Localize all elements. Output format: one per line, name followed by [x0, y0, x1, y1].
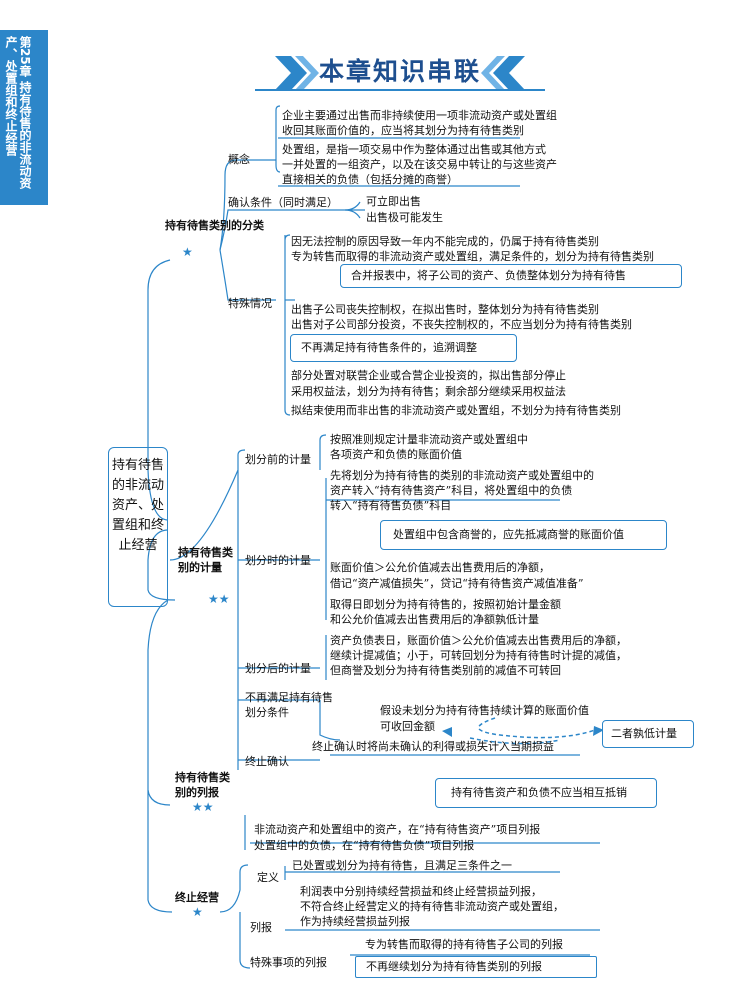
b4-lb1: 利润表中分别持续经营损益和终止经营损益列报，: [300, 885, 542, 898]
b1-s9: 拟结束使用而非出售的非流动资产或处置组，不划分为持有待售类别: [291, 404, 621, 417]
b2-label: 持有待售类别的计量: [178, 546, 233, 574]
b2-after: 划分后的计量: [245, 662, 311, 675]
b4-special: 特殊事项的列报: [250, 956, 327, 969]
b2-shi2: 资产转入“持有待售资产”科目，将处置组中的负债: [330, 484, 573, 497]
b3-l3: 处置组中的负债，在“持有待售负债”项目列报: [254, 839, 475, 852]
chapter-sidebar: 第25章 持有待售的非流动资产、处置组和终止经营: [0, 30, 48, 205]
b2-before: 划分前的计量: [245, 453, 311, 466]
b2-shi8: 和公允价值减去出售费用后的净额孰低计量: [330, 613, 539, 626]
root-node: 持有待售的非流动资产、处置组和终止经营: [108, 447, 168, 607]
b1-s6: 不再满足持有待售条件的，追溯调整: [301, 341, 477, 354]
b1-g4: 一并处置的一组资产，以及在该交易中转让的与这些资产: [282, 158, 557, 171]
page-title: 本章知识串联: [318, 57, 481, 86]
chapter-number: 第25章: [18, 36, 32, 77]
b4-lb3: 作为持续经营损益列报: [300, 915, 410, 928]
b2-hou3: 但商誉及划分为持有待售类别前的减值不可转回: [330, 664, 561, 677]
title-decoration: [255, 56, 545, 91]
b3-l2: 非流动资产和处置组中的资产，在“持有待售资产”项目列报: [254, 823, 541, 836]
b2-bu5-box: 二者孰低计量: [602, 720, 694, 748]
b1-s7: 部分处置对联营企业或合营企业投资的，拟出售部分停止: [291, 369, 566, 382]
b4-label: 终止经营: [175, 891, 219, 904]
b2-qian1: 按照准则规定计量非流动资产或处置组中: [330, 433, 528, 446]
b1-g1: 企业主要通过出售而非持续使用一项非流动资产或处置组: [282, 109, 557, 122]
b1-s3-box: 合并报表中，将子公司的资产、负债整体划分为持有待售: [340, 264, 682, 288]
b1-stars: ★: [182, 245, 193, 259]
b4-stars: ★: [192, 905, 203, 919]
b2-shi3: 转入“持有待售负债”科目: [330, 499, 452, 512]
b1-g2: 收回其账面价值的，应当将其划分为持有待售类别: [282, 124, 524, 137]
b1-s1: 因无法控制的原因导致一年内不能完成的，仍属于持有待售类别: [291, 235, 599, 248]
b2-shi5: 账面价值＞公允价值减去出售费用后的净额，: [330, 561, 550, 574]
b1-s8: 采用权益法，划分为持有待售；剩余部分继续采用权益法: [291, 385, 566, 398]
b1-confirm: 确认条件（同时满足）: [228, 196, 338, 209]
b2-shi6: 借记“资产减值损失”，贷记“持有待售资产减值准备”: [330, 577, 584, 590]
b1-g3: 处置组，是指一项交易中作为整体通过出售或其他方式: [282, 143, 546, 156]
b2-shi4: 处置组中包含商誉的，应先抵减商誉的账面价值: [393, 528, 624, 541]
b2-hou2: 继续计提减值；小于，可转回划分为持有待售时计提的减值，: [330, 649, 627, 662]
root-label: 持有待售的非流动资产、处置组和终止经营: [111, 458, 164, 553]
b4-ts2: 不再继续划分为持有待售类别的列报: [366, 960, 542, 973]
b1-q1: 可立即出售: [366, 195, 421, 208]
b1-g5: 直接相关的负债（包括分摊的商誉）: [282, 173, 458, 186]
b2-bu1: 不再满足持有待售: [245, 691, 333, 704]
b1-special: 特殊情况: [228, 297, 272, 310]
b1-s5: 出售对子公司部分投资，不丧失控制权的，不应当划分为持有待售类别: [291, 318, 632, 331]
b1-label: 持有待售类别的分类: [165, 219, 264, 232]
b2-hou1: 资产负债表日，账面价值＞公允价值减去出售费用后的净额，: [330, 634, 627, 647]
b2-bu2: 划分条件: [245, 706, 289, 719]
b2-shi4-box: 处置组中包含商誉的，应先抵减商誉的账面价值: [380, 520, 667, 550]
b2-bu4: 可收回金额: [380, 720, 435, 733]
chapter-title: 持有待售的非流动资产、处置组和终止经营: [4, 36, 32, 189]
b1-s2: 专为转售而取得的非流动资产或处置组，满足条件的，划分为持有待售类别: [291, 250, 654, 263]
page-title-banner: 本章知识串联: [255, 52, 545, 94]
b4-ts2-box: 不再继续划分为持有待售类别的列报: [355, 956, 597, 978]
b3-l1-box: 持有待售资产和负债不应当相互抵销: [435, 778, 657, 808]
b3-label: 持有待售类别的列报: [175, 771, 230, 799]
b1-concept: 概念: [228, 153, 250, 166]
b3-l1: 持有待售资产和负债不应当相互抵销: [451, 786, 627, 799]
b2-shi1: 先将划分为持有待售的类别的非流动资产或处置组中的: [330, 469, 594, 482]
b2-zhong1: 终止确认时将尚未确认的利得或损失计入当期损益: [312, 740, 554, 753]
b2-shi7: 取得日即划分为持有待售的，按照初始计量金额: [330, 598, 561, 611]
b4-ts1: 专为转售而取得的持有待售子公司的列报: [365, 938, 563, 951]
b2-bu5: 二者孰低计量: [611, 727, 677, 740]
b4-report: 列报: [250, 921, 272, 934]
b2-qian2: 各项资产和负债的账面价值: [330, 448, 462, 461]
b2-during: 划分时的计量: [245, 554, 311, 567]
b1-s3: 合并报表中，将子公司的资产、负债整体划分为持有待售: [351, 269, 626, 282]
b2-stars: ★★: [208, 592, 230, 606]
b3-stars: ★★: [192, 800, 214, 814]
b4-lb2: 不符合终止经营定义的持有待售非流动资产或处置组，: [300, 900, 564, 913]
b4-d1: 已处置或划分为持有待售，且满足三条件之一: [292, 859, 512, 872]
b2-bu3: 假设未划分为持有待售持续计算的账面价值: [380, 704, 589, 717]
b1-q2: 出售极可能发生: [366, 211, 443, 224]
b1-s6-box: 不再满足持有待售条件的，追溯调整: [290, 334, 517, 362]
b2-terminate: 终止确认: [245, 755, 289, 768]
b4-definition: 定义: [257, 871, 279, 884]
b1-s4: 出售子公司丧失控制权，在拟出售时，整体划分为持有待售类别: [291, 303, 599, 316]
